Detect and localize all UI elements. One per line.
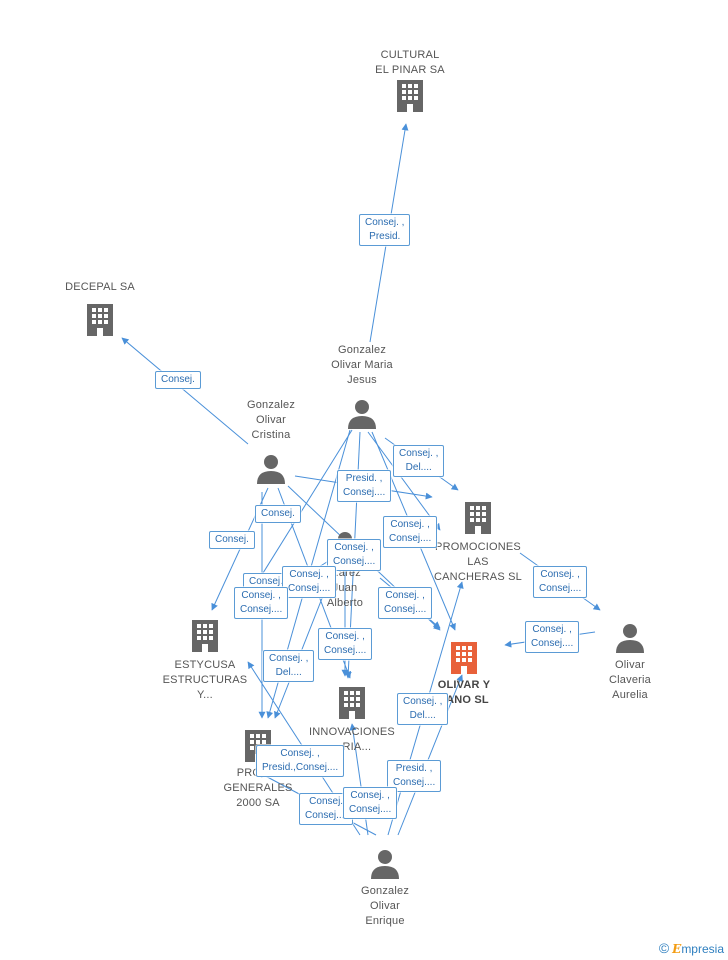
person-olivar-claveria-aurelia[interactable]: Olivar Claveria Aurelia bbox=[580, 622, 680, 703]
company-label: PROMOCIONES LAS CANCHERAS SL bbox=[434, 541, 522, 583]
edge-label[interactable]: Consej. bbox=[209, 531, 255, 549]
edge-label[interactable]: Consej. , Consej.... bbox=[378, 587, 433, 619]
edge-label[interactable]: Consej. , Presid.,Consej.... bbox=[256, 745, 345, 777]
person-icon bbox=[616, 624, 644, 653]
person-label: Olivar Claveria Aurelia bbox=[609, 659, 651, 701]
edge-label[interactable]: Consej. , Consej.... bbox=[327, 539, 382, 571]
company-label: ESTYCUSA ESTRUCTURAS Y... bbox=[162, 659, 248, 701]
edge-label[interactable]: Consej. , Consej.... bbox=[234, 587, 289, 619]
person-gonzalez-olivar-cristina[interactable]: Gonzalez Olivar Cristina bbox=[221, 398, 321, 485]
person-label: Gonzalez Olivar Cristina bbox=[246, 399, 296, 441]
edge-label[interactable]: Consej. , Consej.... bbox=[525, 621, 580, 653]
company-label: OLIVAR Y ZANO SL bbox=[437, 679, 491, 706]
building-icon bbox=[451, 642, 477, 674]
building-icon bbox=[397, 80, 423, 112]
edge-label[interactable]: Consej. , Del.... bbox=[393, 445, 445, 477]
building-icon bbox=[87, 304, 113, 336]
company-estycusa[interactable]: ESTYCUSA ESTRUCTURAS Y... bbox=[155, 618, 255, 703]
company-promociones-las-cancheras[interactable]: PROMOCIONES LAS CANCHERAS SL bbox=[428, 500, 528, 585]
edge-label[interactable]: Consej. , Consej.... bbox=[343, 787, 398, 819]
person-gonzalez-olivar-maria-jesus[interactable]: Gonzalez Olivar Maria Jesus bbox=[312, 343, 412, 430]
copyright-symbol: © bbox=[658, 940, 670, 956]
edge-label[interactable]: Consej. , Presid. bbox=[359, 214, 411, 246]
company-olivar-y-lozano[interactable]: OLIVAR Y ZANO SL bbox=[414, 640, 514, 708]
edge-label[interactable]: Consej. bbox=[255, 505, 301, 523]
person-icon bbox=[348, 400, 376, 429]
building-icon bbox=[465, 502, 491, 534]
building-icon bbox=[339, 687, 365, 719]
edge-label[interactable]: Consej. bbox=[155, 371, 201, 389]
edge-label[interactable]: Consej. , Del.... bbox=[397, 693, 449, 725]
brand-logo: ©Empresia bbox=[659, 940, 724, 956]
person-label: Gonzalez Olivar Maria Jesus bbox=[331, 344, 393, 386]
company-cultural-el-pinar[interactable]: CULTURAL EL PINAR SA bbox=[360, 48, 460, 114]
edge-label[interactable]: Consej. , Consej.... bbox=[318, 628, 373, 660]
edge-label[interactable]: Consej. , Consej.... bbox=[383, 516, 438, 548]
person-gonzalez-olivar-enrique[interactable]: Gonzalez Olivar Enrique bbox=[335, 848, 435, 929]
company-decepal[interactable]: DECEPAL SA bbox=[50, 280, 150, 339]
person-icon bbox=[257, 455, 285, 484]
company-label: DECEPAL SA bbox=[65, 281, 135, 293]
building-icon bbox=[192, 620, 218, 652]
person-label: Gonzalez Olivar Enrique bbox=[360, 885, 410, 927]
edge-label[interactable]: Presid. , Consej.... bbox=[387, 760, 442, 792]
company-label: CULTURAL EL PINAR SA bbox=[375, 49, 445, 76]
edge-label[interactable]: Consej. , Consej.... bbox=[282, 566, 337, 598]
edge-label[interactable]: Presid. , Consej.... bbox=[337, 470, 392, 502]
brand-e-letter: E bbox=[672, 942, 682, 956]
person-icon bbox=[371, 850, 399, 879]
edge-label[interactable]: Consej. , Consej.... bbox=[533, 566, 588, 598]
edge-label[interactable]: Consej. , Del.... bbox=[263, 650, 315, 682]
brand-name: mpresia bbox=[681, 942, 724, 956]
